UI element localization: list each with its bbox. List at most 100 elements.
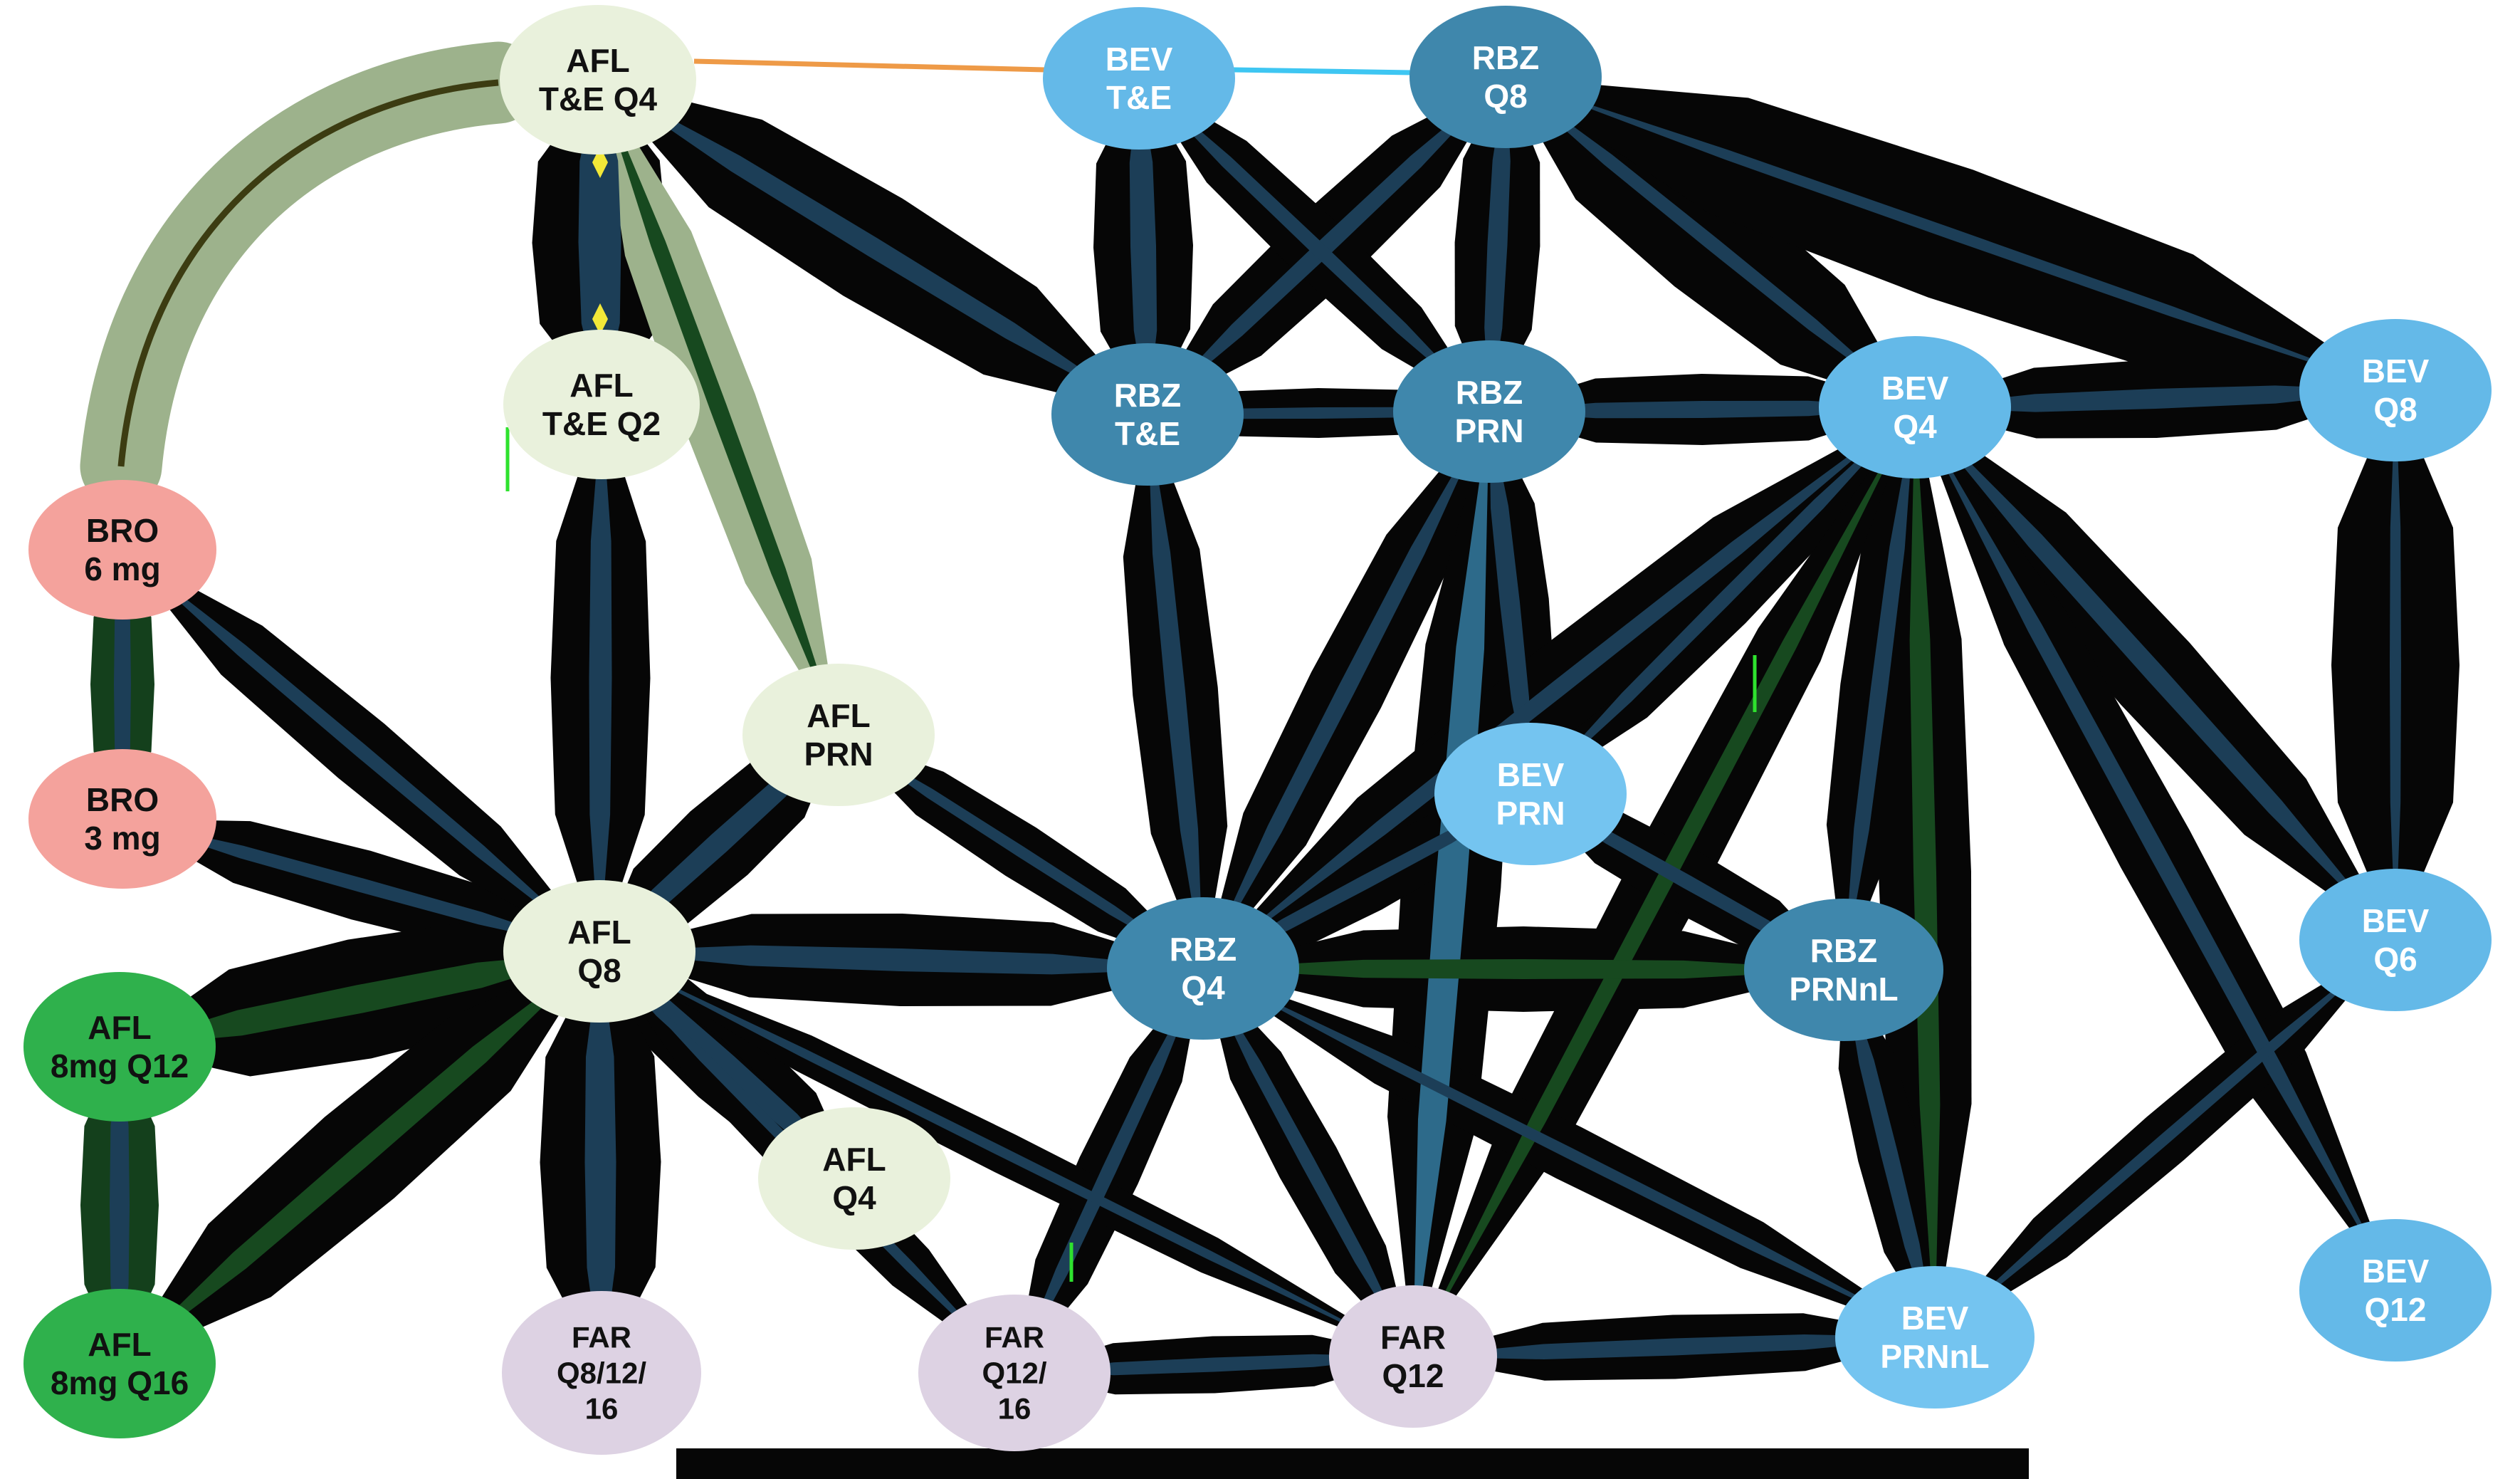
node-label-AFL812-line1: AFL — [88, 1009, 151, 1046]
node-ellipse-AFLQ4 — [758, 1107, 950, 1250]
node-ellipse-AFLQ8 — [503, 880, 695, 1023]
edge-core-AFLQ8-BRO3 — [122, 819, 599, 951]
edge-core-RBZQ8-RBZTE — [1148, 77, 1506, 414]
edge-core-RBZTE-RBZQ4 — [1148, 414, 1203, 968]
node-label-AFLTEQ4-line2: T&E Q4 — [539, 80, 658, 117]
edge-core-AFLTEQ2-AFLQ8 — [589, 404, 612, 951]
node-ellipse-AFLPRN — [742, 664, 935, 806]
node-ellipse-RBZPRN — [1393, 340, 1585, 483]
node-label-BEVQ8-line1: BEV — [2362, 352, 2430, 390]
yellow-tip-top — [592, 147, 608, 178]
edge-core-AFL812-AFLQ8 — [120, 951, 599, 1047]
node-label-BEVQ4-line1: BEV — [1881, 370, 1949, 407]
edge-core-BEVQ4-BEVQ8 — [1915, 385, 2395, 412]
node-label-BEVQ12-line2: Q12 — [2365, 1291, 2427, 1328]
node-ellipse-RBZPRNnL — [1744, 899, 1943, 1041]
edge-core-AFLPRN-RBZQ4 — [839, 735, 1203, 968]
node-label-RBZQ8-line2: Q8 — [1484, 78, 1527, 115]
node-label-AFLQ8-line1: AFL — [567, 914, 631, 951]
node-label-BEVQ4-line2: Q4 — [1893, 408, 1937, 445]
node-ellipse-BEVPRN — [1434, 723, 1627, 865]
node-label-BEVPRN-line1: BEV — [1497, 756, 1565, 793]
node-label-AFLQ4-line1: AFL — [822, 1141, 886, 1178]
node-ellipse-BEVQ12 — [2299, 1219, 2492, 1362]
node-label-AFLPRN-line1: AFL — [807, 697, 870, 734]
node-ellipse-RBZQ8 — [1409, 6, 1602, 148]
node-ellipse-BEVQ8 — [2299, 319, 2492, 461]
edge-core-RBZPRN-RBZQ4 — [1203, 412, 1489, 968]
orange-link-aflteq4-bevte — [693, 58, 1046, 73]
edge-core-AFLQ8-AFLQ4 — [599, 951, 854, 1179]
edge-core-RBZQ4-FARQ12 — [1203, 968, 1413, 1357]
edge-core-BEVQ4-BEVPRN — [1531, 407, 1915, 794]
edge-core-BEVQ4-RBZPRNnL — [1844, 407, 1915, 970]
node-label-RBZPRNnL-line2: PRNnL — [1789, 971, 1898, 1008]
node-label-FARQ1216-line3: 16 — [998, 1392, 1031, 1426]
bro6-to-afl-te-q4-curve-core — [117, 79, 499, 467]
node-label-BEVPRN-line2: PRN — [1496, 795, 1565, 832]
node-label-RBZTE-line1: RBZ — [1114, 377, 1182, 414]
node-ellipse-RBZTE — [1051, 343, 1244, 486]
node-label-FARQ1216-line2: Q12/ — [982, 1357, 1046, 1390]
node-ellipse-FARQ12 — [1329, 1285, 1497, 1428]
node-ellipse-BEVQ4 — [1819, 336, 2011, 479]
edge-core-AFLQ8-BRO6 — [122, 550, 599, 951]
node-label-FARQ1216-line1: FAR — [985, 1321, 1044, 1354]
node-ellipse-RBZQ4 — [1107, 897, 1299, 1040]
edge-core-BEVTE-RBZPRN — [1139, 78, 1489, 412]
node-label-FAR81216-line1: FAR — [572, 1321, 631, 1354]
node-label-FARQ12-line1: FAR — [1380, 1319, 1446, 1356]
edge-core-RBZPRNnL-BEVPRNnL — [1844, 970, 1935, 1337]
node-label-RBZPRNnL-line1: RBZ — [1810, 932, 1878, 969]
node-ellipse-BRO6 — [28, 480, 216, 620]
edge-core-BEVQ4-FARQ12 — [1413, 407, 1915, 1357]
node-label-AFL816-line2: 8mg Q16 — [51, 1364, 189, 1401]
node-label-AFL816-line1: AFL — [88, 1326, 151, 1363]
edge-core-RBZQ8-BEVQ4 — [1506, 77, 1915, 407]
node-label-BRO3-line1: BRO — [86, 781, 159, 818]
edge-core-BEVQ4-BEVQ12 — [1915, 407, 2395, 1290]
yellow-tip-bottom — [592, 303, 608, 335]
node-label-RBZQ4-line1: RBZ — [1170, 931, 1237, 968]
edge-core-FARQ1216-FARQ12 — [1014, 1354, 1413, 1376]
edge-core-RBZQ8-RBZPRN — [1484, 77, 1511, 412]
node-label-AFLTEQ4-line1: AFL — [566, 42, 629, 79]
edge-core-BEVTE-RBZTE — [1129, 78, 1157, 414]
edge-core-AFL816-AFLQ8 — [120, 951, 599, 1364]
node-label-AFLTEQ2-line1: AFL — [569, 367, 633, 404]
node-ellipse-AFL812 — [23, 972, 216, 1122]
node-label-BEVQ8-line2: Q8 — [2373, 391, 2417, 428]
edge-core-BEVQ8-BEVQ6 — [2390, 390, 2401, 940]
edge-core-RBZPRN-BEVPRN — [1489, 412, 1531, 794]
node-label-BEVQ6-line2: Q6 — [2373, 941, 2417, 978]
node-ellipse-BRO3 — [28, 749, 216, 889]
edge-core-AFLQ8-FARQ12 — [599, 951, 1413, 1357]
node-label-BRO3-line2: 3 mg — [84, 820, 160, 857]
node-ellipse-AFLTEQ2 — [503, 330, 700, 479]
edge-core-RBZPRN-BEVQ4 — [1489, 400, 1915, 419]
node-ellipse-AFL816 — [23, 1289, 216, 1438]
node-label-BEVQ6-line1: BEV — [2362, 902, 2430, 939]
node-label-BEVPRNnL-line1: BEV — [1901, 1300, 1969, 1337]
edge-core-AFLQ8-FAR81216 — [584, 951, 616, 1373]
node-label-FAR81216-line2: Q8/12/ — [557, 1357, 646, 1390]
node-ellipse-FARQ1216 — [918, 1295, 1111, 1451]
edge-core-RBZPRN-FARQ12 — [1413, 412, 1489, 1357]
node-label-BEVTE-line1: BEV — [1106, 41, 1173, 78]
node-label-AFL812-line2: 8mg Q12 — [51, 1047, 189, 1085]
